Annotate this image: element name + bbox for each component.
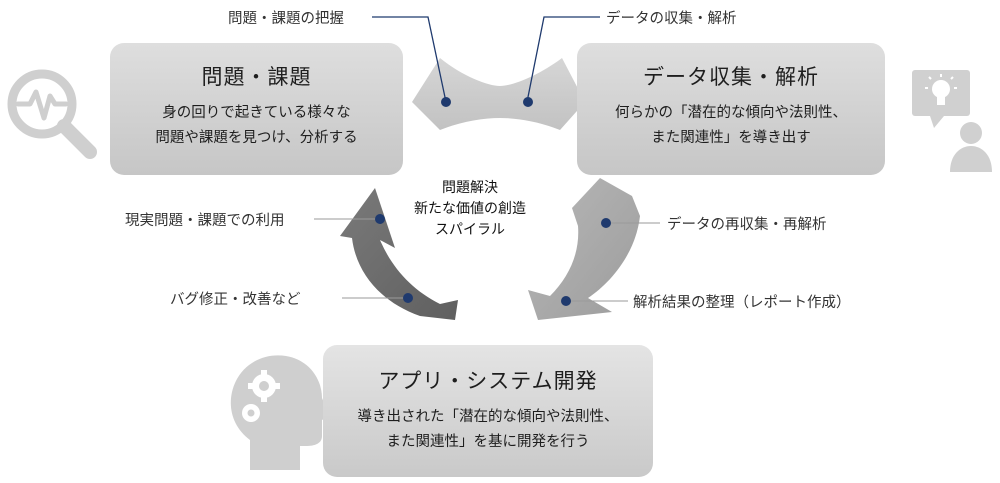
leader-lines-gray (314, 218, 660, 302)
app-title: アプリ・システム開発 (378, 369, 598, 393)
person-lightbulb-icon (912, 70, 992, 172)
center-caption: 問題解決 新たな価値の創造 スパイラル (395, 178, 545, 241)
label-grasp: 問題・課題の把握 (228, 11, 344, 27)
center-line2: 新たな価値の創造 (414, 201, 526, 217)
data-box: データ収集・解析 何らかの「潜在的な傾向や法則性、 また関連性」を導き出す (577, 43, 885, 175)
data-title: データ収集・解析 (643, 65, 819, 89)
label-apply: 現実問題・課題での利用 (125, 213, 285, 229)
dot-recollect (601, 218, 611, 228)
app-body-line2: また関連性」を基に開発を行う (386, 434, 590, 450)
marker-dots (375, 97, 611, 306)
data-body-line2: また関連性」を導き出す (651, 130, 811, 146)
right-cycle-arrow (528, 178, 640, 320)
head-gears-icon (230, 355, 330, 470)
problem-body-line1: 身の回りで起きている様々な (162, 105, 351, 121)
label-fix: バグ修正・改善など (170, 292, 301, 308)
data-body: 何らかの「潜在的な傾向や法則性、 また関連性」を導き出す (577, 101, 885, 151)
dot-collect (523, 97, 533, 107)
leader-lines (372, 16, 600, 103)
dot-grasp (441, 97, 451, 107)
center-line1: 問題解決 (442, 180, 498, 196)
label-recollect: データの再収集・再解析 (667, 217, 827, 233)
data-body-line1: 何らかの「潜在的な傾向や法則性、 (615, 105, 847, 121)
label-report: 解析結果の整理（レポート作成） (633, 295, 851, 311)
problem-title: 問題・課題 (201, 65, 312, 89)
app-body: 導き出された「潜在的な傾向や法則性、 また関連性」を基に開発を行う (323, 405, 653, 455)
left-cycle-arrow (340, 188, 458, 320)
app-box: アプリ・システム開発 導き出された「潜在的な傾向や法則性、 また関連性」を基に開… (323, 345, 653, 477)
problem-box: 問題・課題 身の回りで起きている様々な 問題や課題を見つけ、分析する (110, 43, 403, 175)
problem-body: 身の回りで起きている様々な 問題や課題を見つけ、分析する (110, 101, 403, 151)
center-line3: スパイラル (435, 222, 505, 238)
label-collect: データの収集・解析 (606, 11, 737, 27)
dot-report (561, 296, 571, 306)
magnifier-pulse-icon (7, 69, 97, 159)
app-body-line1: 導き出された「潜在的な傾向や法則性、 (357, 409, 619, 425)
top-cycle-arrow (412, 58, 585, 130)
dot-apply (375, 214, 385, 224)
dot-fix (403, 293, 413, 303)
problem-body-line2: 問題や課題を見つけ、分析する (155, 130, 358, 146)
